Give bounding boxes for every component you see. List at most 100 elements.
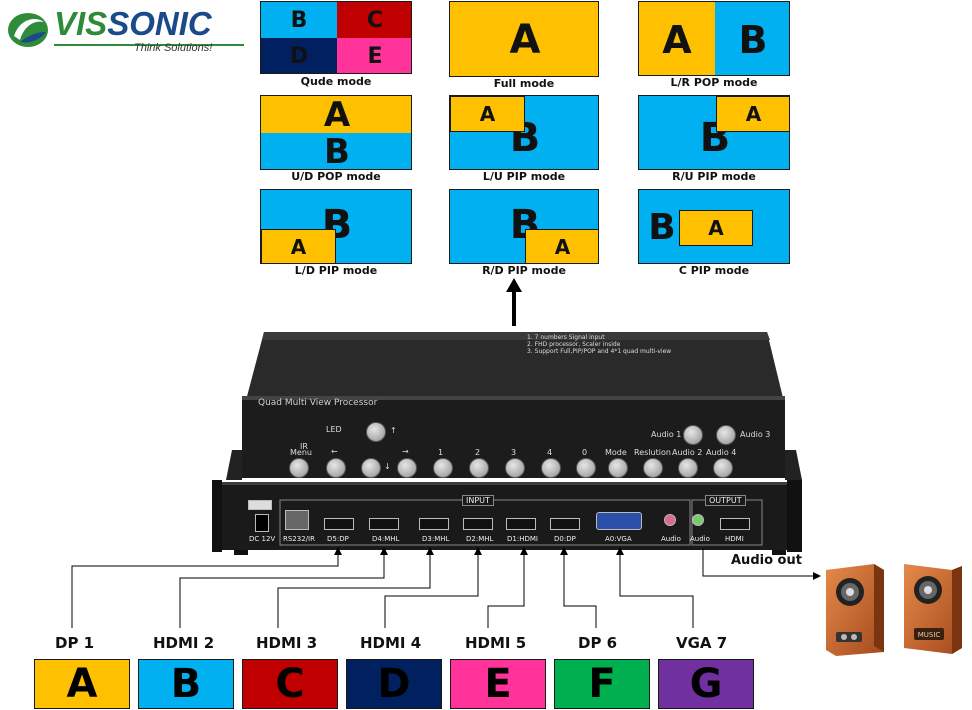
mode-caption: R/D PIP mode (482, 264, 566, 277)
power-jack[interactable] (255, 514, 269, 532)
hdmi-out-label: HDMI (725, 535, 744, 543)
right-label: → (402, 447, 409, 456)
device-note-1: 1. 7 numbers Signal input (527, 334, 605, 341)
num-1-label: 1 (438, 448, 444, 457)
pip-block-a: A (716, 96, 789, 132)
mode-tile-qude: B C D E (260, 1, 412, 74)
audio-4-label: Audio 4 (706, 448, 737, 457)
d2-mhl-label: D2:MHL (466, 535, 494, 543)
full-block-a: A (509, 17, 541, 63)
device-title: Quad Multi View Processor (258, 398, 378, 408)
mode-caption: L/U PIP mode (482, 170, 566, 183)
pip-block-a: A (261, 229, 336, 263)
arrow-up-icon (506, 278, 522, 326)
hdmi-out-port[interactable] (720, 518, 750, 530)
left-label: ← (331, 447, 338, 456)
pip-main-block-b: B (648, 207, 676, 248)
mode-tile-lr-pop: A B (638, 1, 790, 76)
mode-caption: L/D PIP mode (294, 264, 378, 277)
pip-block-a: A (679, 210, 753, 246)
mode-tile-rd-pip: B A (449, 189, 599, 264)
audio-in-jack[interactable] (664, 514, 676, 526)
pip-block-a: A (525, 229, 598, 263)
d1-hdmi-port[interactable] (506, 518, 536, 530)
rs232-port[interactable] (285, 510, 309, 530)
down-button[interactable] (361, 458, 381, 478)
mode-caption: Full mode (493, 77, 555, 90)
rs232-label: RS232/IR (283, 535, 315, 543)
ir-label: IR (300, 442, 308, 451)
input-block-c: C (242, 659, 338, 709)
num-3-button[interactable] (505, 458, 525, 478)
mode-caption: Qude mode (300, 75, 372, 88)
audio-out-jack[interactable] (692, 514, 704, 526)
pop-block-a: A (261, 96, 411, 135)
num-3-label: 3 (511, 448, 517, 457)
d3-mhl-label: D3:MHL (422, 535, 450, 543)
input-block-g: G (658, 659, 754, 709)
input-label-hdmi3: HDMI 3 (256, 634, 318, 652)
d4-mhl-port[interactable] (369, 518, 399, 530)
d3-mhl-port[interactable] (419, 518, 449, 530)
a0-vga-label: A0:VGA (605, 535, 632, 543)
power-label: DC 12V (249, 535, 276, 543)
input-block-d: D (346, 659, 442, 709)
num-4-button[interactable] (541, 458, 561, 478)
d0-dp-port[interactable] (550, 518, 580, 530)
mode-tile-ud-pop: A B (260, 95, 412, 170)
audio-3-button[interactable] (716, 425, 736, 445)
left-button[interactable] (326, 458, 346, 478)
audio-1-button[interactable] (683, 425, 703, 445)
input-label-hdmi4: HDMI 4 (360, 634, 422, 652)
audio-3-label: Audio 3 (740, 430, 771, 439)
power-switch[interactable] (248, 500, 272, 510)
speaker-pair-icon: MUSIC (826, 564, 962, 656)
input-block-a: A (34, 659, 130, 709)
mode-label: Mode (605, 448, 627, 457)
d5-dp-port[interactable] (324, 518, 354, 530)
mode-caption: U/D POP mode (291, 170, 381, 183)
num-1-button[interactable] (433, 458, 453, 478)
right-button[interactable] (397, 458, 417, 478)
num-4-label: 4 (547, 448, 553, 457)
mode-caption: R/U PIP mode (672, 170, 756, 183)
output-section-label: OUTPUT (705, 495, 746, 506)
quad-block-d: D (261, 38, 337, 73)
input-block-b: B (138, 659, 234, 709)
mode-tile-ld-pip: B A (260, 189, 412, 264)
audio-4-button[interactable] (713, 458, 733, 478)
resolution-button[interactable] (643, 458, 663, 478)
device-body (212, 332, 802, 555)
menu-button[interactable] (289, 458, 309, 478)
d5-dp-label: D5:DP (327, 535, 349, 543)
up-button[interactable] (366, 422, 386, 442)
mode-caption: L/R POP mode (670, 76, 758, 89)
input-label-hdmi2: HDMI 2 (153, 634, 215, 652)
device-note-3: 3. Support Full,PIP/POP and 4*1 quad mul… (527, 348, 672, 355)
vissonic-logo: VISSONIC Think Solutions! (6, 5, 244, 54)
num-2-label: 2 (475, 448, 481, 457)
mode-tile-ru-pip: B A (638, 95, 790, 170)
audio-out-port-label: Audio (690, 535, 710, 543)
input-label-vga7: VGA 7 (676, 634, 728, 652)
mode-caption: C PIP mode (678, 264, 750, 277)
mode-tile-lu-pip: B A (449, 95, 599, 170)
led-label: LED (326, 425, 342, 434)
pip-block-a: A (450, 96, 525, 132)
input-block-f: F (554, 659, 650, 709)
pop-block-b: B (715, 2, 789, 75)
audio-out-label: Audio out (731, 553, 802, 568)
a0-vga-port[interactable] (596, 512, 642, 530)
quad-block-b: B (261, 2, 337, 38)
down-label: ↓ (384, 462, 391, 471)
mode-tile-full: A (449, 1, 599, 77)
brand-underline (54, 44, 244, 46)
num-0-button[interactable] (576, 458, 596, 478)
mode-button[interactable] (608, 458, 628, 478)
num-2-button[interactable] (469, 458, 489, 478)
input-section-label: INPUT (462, 495, 494, 506)
audio-2-button[interactable] (678, 458, 698, 478)
d1-hdmi-label: D1:HDMI (507, 535, 538, 543)
d2-mhl-port[interactable] (463, 518, 493, 530)
brand-tagline: Think Solutions! (134, 42, 213, 54)
